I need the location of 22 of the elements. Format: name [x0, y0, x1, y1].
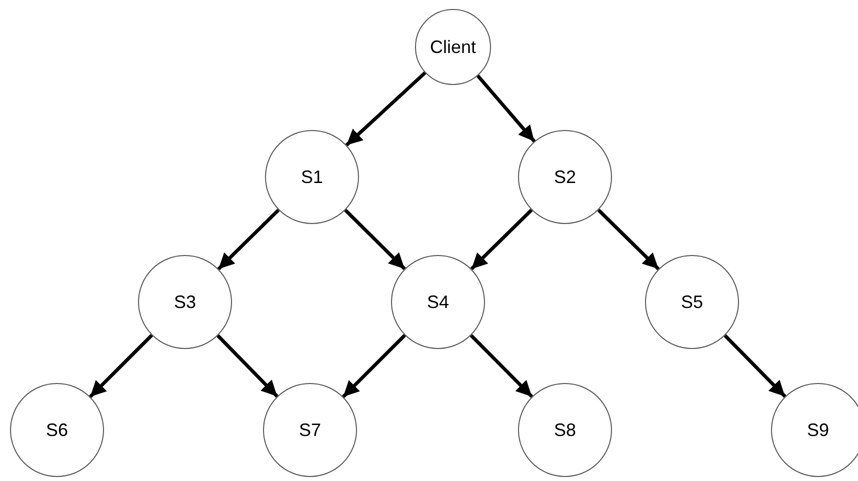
arrow — [724, 334, 786, 398]
arrow — [89, 334, 153, 398]
node-label: S4 — [426, 292, 450, 312]
arrow — [597, 208, 660, 270]
node-label: S1 — [300, 166, 324, 188]
arrow — [342, 334, 406, 398]
node-label: S8 — [554, 420, 576, 440]
node-label: S7 — [298, 420, 322, 440]
node-label: S9 — [806, 420, 830, 440]
node-label: Client — [430, 36, 476, 58]
arrow — [470, 208, 533, 270]
arrow — [470, 334, 534, 398]
arrow — [217, 208, 280, 270]
node-label: S3 — [174, 292, 196, 312]
arrow — [476, 74, 536, 143]
server-circle — [391, 255, 485, 349]
node-label: S2 — [554, 166, 576, 188]
arrow — [344, 208, 406, 270]
node-label: S5 — [680, 292, 704, 312]
node-label: S6 — [46, 420, 68, 440]
arrow — [216, 334, 278, 398]
arrow — [345, 71, 426, 146]
